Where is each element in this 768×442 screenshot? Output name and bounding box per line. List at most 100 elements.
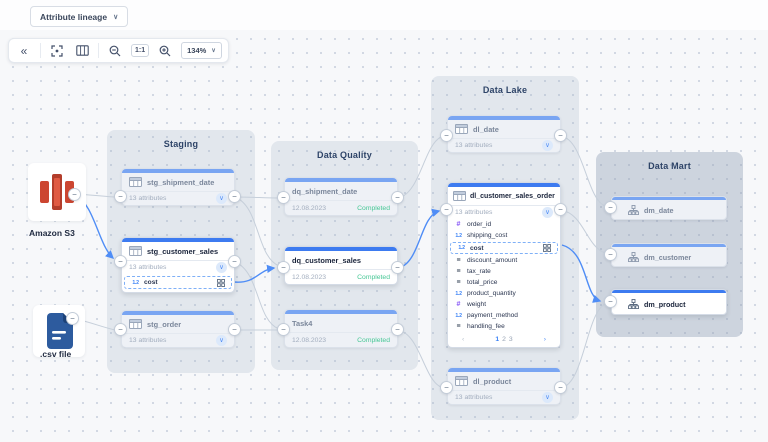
node-dq-shipment-date[interactable]: dq_shipment_date 12.08.2023 Completed	[284, 177, 398, 216]
node-dl-date[interactable]: dl_date 13 attributes ∨	[447, 115, 561, 153]
node-title: dq_shipment_date	[292, 186, 358, 196]
chevron-down-icon: ∨	[211, 48, 216, 54]
connector-port[interactable]: −	[228, 255, 241, 268]
chevron-down-icon[interactable]: ∨	[542, 392, 553, 403]
zoom-in-button[interactable]	[156, 42, 174, 60]
connector-port[interactable]: −	[68, 188, 81, 201]
attribute-row[interactable]: 1.2 payment_method	[455, 312, 518, 319]
connector-port[interactable]: −	[604, 295, 617, 308]
attribute-row[interactable]: ≡ total_price	[448, 277, 560, 288]
table-icon	[129, 246, 142, 256]
impact-grid-icon[interactable]	[543, 239, 551, 257]
attribute-row[interactable]: ≡ tax_rate	[448, 266, 560, 277]
node-title: dl_customer_sales_order	[470, 192, 555, 200]
connector-port[interactable]: −	[554, 203, 567, 216]
group-title: Data Mart	[648, 161, 691, 171]
chevron-down-icon[interactable]: ∨	[216, 262, 227, 273]
node-title: Task4	[292, 318, 313, 328]
node-stg-customer-sales[interactable]: stg_customer_sales 13 attributes ∨ 1.2 c…	[121, 237, 235, 293]
chevron-down-icon[interactable]: ∨	[216, 335, 227, 346]
zoom-in-icon	[159, 45, 171, 56]
amazon-s3-icon	[40, 174, 74, 210]
zoom-out-button[interactable]	[106, 42, 124, 60]
number-type-icon: 1.2	[132, 279, 139, 286]
node-dm-product[interactable]: dm_product	[611, 289, 727, 315]
chevron-down-icon[interactable]: ∨	[216, 193, 227, 204]
minimap-button[interactable]	[73, 42, 91, 60]
connector-port[interactable]: −	[277, 191, 290, 204]
zoom-reset-button[interactable]: 1:1	[131, 44, 150, 57]
page-2-button[interactable]: 2	[502, 336, 506, 343]
node-dm-date[interactable]: dm_date	[611, 196, 727, 220]
collapse-panel-button[interactable]: «	[20, 43, 28, 58]
lineage-type-dropdown[interactable]: Attribute lineage ∨	[30, 6, 129, 27]
page-next-button[interactable]: ›	[543, 336, 546, 343]
connector-port[interactable]: −	[277, 261, 290, 274]
node-accent-bar	[448, 368, 560, 372]
connector-port[interactable]: −	[554, 381, 567, 394]
connector-port[interactable]: −	[114, 190, 127, 203]
source-label: .csv file	[40, 349, 72, 359]
node-accent-bar	[285, 178, 397, 182]
node-accent-bar	[612, 244, 726, 247]
page-prev-button[interactable]: ‹	[462, 336, 465, 343]
node-dm-customer[interactable]: dm_customer	[611, 243, 727, 267]
node-accent-bar	[285, 247, 397, 251]
connector-port[interactable]: −	[440, 129, 453, 142]
node-dl-customer-sales-order[interactable]: dl_customer_sales_order 13 attributes ∨ …	[447, 182, 561, 348]
page-1-button[interactable]: 1	[495, 336, 500, 343]
node-title: dm_customer	[644, 252, 692, 262]
attribute-row-cost[interactable]: 1.2 cost	[450, 242, 558, 254]
hierarchy-icon	[628, 299, 639, 309]
connector-port[interactable]: −	[391, 261, 404, 274]
page-3-button[interactable]: 3	[508, 336, 513, 343]
connector-port[interactable]: −	[391, 191, 404, 204]
node-accent-bar	[122, 169, 234, 173]
node-dl-product[interactable]: dl_product 13 attributes ∨	[447, 367, 561, 405]
list-type-icon: ≡	[456, 279, 461, 286]
attribute-row[interactable]: ≡ handling_fee	[448, 321, 560, 332]
connector-port[interactable]: −	[440, 381, 453, 394]
node-accent-bar	[612, 290, 726, 293]
zoom-level-select[interactable]: 134% ∨	[181, 42, 222, 59]
attribute-row[interactable]: 1.2 product_quantity	[455, 290, 516, 297]
connector-port[interactable]: −	[604, 201, 617, 214]
connector-port[interactable]: −	[114, 255, 127, 268]
node-title: stg_customer_sales	[147, 246, 219, 256]
chevron-down-icon[interactable]: ∨	[542, 140, 553, 151]
node-title: stg_order	[147, 319, 182, 329]
connector-port[interactable]: −	[604, 248, 617, 261]
node-title: stg_shipment_date	[147, 177, 215, 187]
connector-port[interactable]: −	[391, 323, 404, 336]
connector-port[interactable]: −	[66, 312, 79, 325]
attribute-row[interactable]: ≡ discount_amount	[448, 255, 560, 266]
attribute-count: 13 attributes	[129, 195, 167, 202]
source-label: Amazon S3	[29, 228, 75, 238]
node-stg-shipment-date[interactable]: stg_shipment_date 13 attributes ∨	[121, 168, 235, 206]
node-dq-customer-sales[interactable]: dq_customer_sales 12.08.2023 Completed	[284, 246, 398, 285]
connector-port[interactable]: −	[277, 323, 290, 336]
attribute-count: 13 attributes	[129, 337, 167, 344]
run-date: 12.08.2023	[292, 273, 327, 281]
connector-port[interactable]: −	[114, 323, 127, 336]
node-stg-order[interactable]: stg_order 13 attributes ∨	[121, 310, 235, 348]
impact-grid-icon[interactable]	[217, 274, 225, 292]
table-icon	[455, 124, 468, 134]
node-task4[interactable]: Task4 12.08.2023 Completed	[284, 309, 398, 348]
run-date: 12.08.2023	[292, 336, 327, 344]
hash-type-icon: #	[456, 221, 461, 228]
connector-port[interactable]: −	[228, 323, 241, 336]
fit-view-button[interactable]	[48, 42, 66, 60]
attribute-row[interactable]: # order_id	[448, 219, 560, 230]
hierarchy-icon	[628, 205, 639, 215]
node-title: dl_date	[473, 124, 499, 134]
connector-port[interactable]: −	[440, 203, 453, 216]
attribute-row[interactable]: # weight	[448, 299, 560, 310]
attribute-row[interactable]: 1.2 shipping_cost	[455, 232, 508, 239]
attribute-row-cost[interactable]: 1.2 cost	[124, 276, 232, 289]
chevron-down-icon[interactable]: ∨	[542, 207, 553, 218]
connector-port[interactable]: −	[554, 129, 567, 142]
connector-port[interactable]: −	[228, 190, 241, 203]
status-badge: Completed	[357, 336, 390, 344]
